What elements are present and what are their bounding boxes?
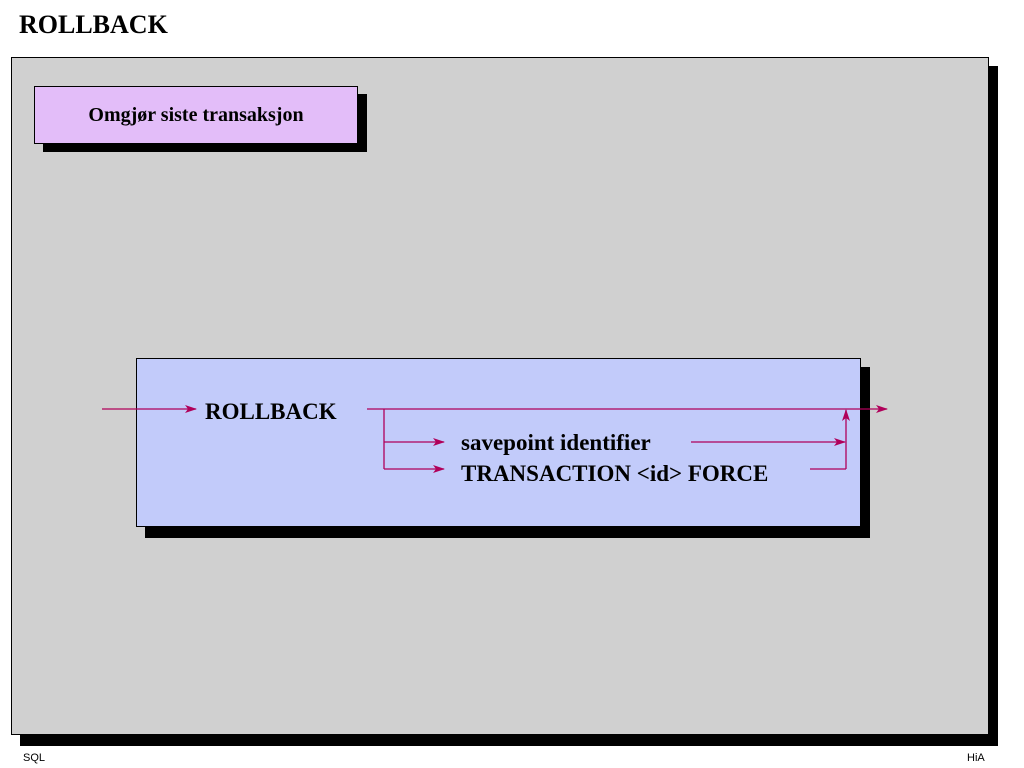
subtitle-box: Omgjør siste transaksjon <box>34 86 358 144</box>
page-title: ROLLBACK <box>19 10 168 39</box>
footer-right: HiA <box>967 752 985 764</box>
option-transaction-force: TRANSACTION <id> FORCE <box>461 461 769 486</box>
footer-left: SQL <box>23 752 46 764</box>
keyword-rollback: ROLLBACK <box>205 399 337 424</box>
option-savepoint-identifier: savepoint identifier <box>461 430 651 455</box>
